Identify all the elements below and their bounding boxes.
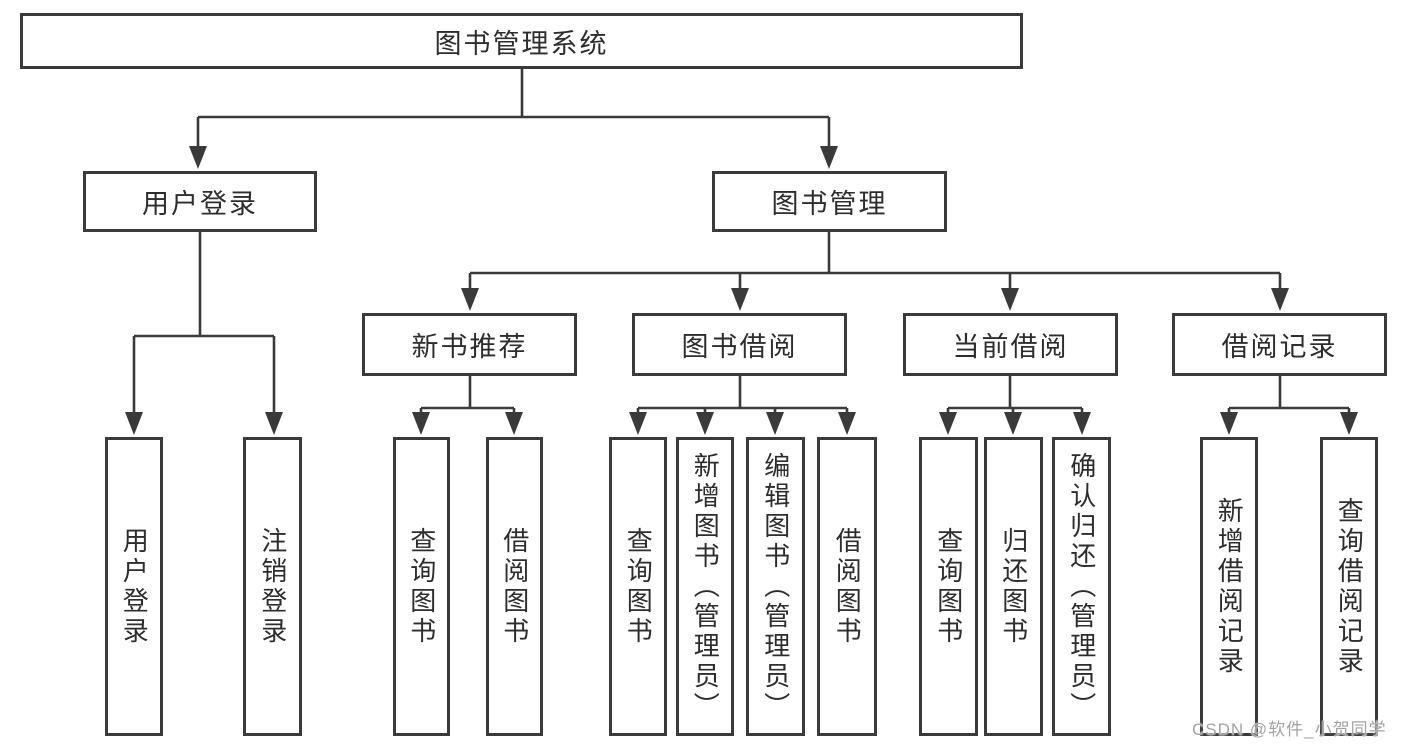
- leaf-borrow-books: 借阅图书: [817, 437, 877, 736]
- leaf-label: 查询借阅记录: [1334, 496, 1365, 677]
- leaf-label: 用户登录: [119, 526, 150, 647]
- leaf-label: 查询图书: [623, 526, 654, 647]
- leaf-query-borrow-record: 查询借阅记录: [1320, 437, 1378, 736]
- node-label: 图书管理: [771, 189, 888, 219]
- node-user-login: 用户登录: [83, 171, 317, 232]
- node-root-library-system: 图书管理系统: [20, 13, 1023, 69]
- node-borrow-records: 借阅记录: [1172, 313, 1387, 376]
- leaf-query-books: 查询图书: [919, 437, 978, 736]
- leaf-logout: 注销登录: [243, 437, 302, 736]
- node-label: 图书借阅: [681, 332, 798, 362]
- leaf-query-books: 查询图书: [609, 437, 667, 736]
- leaf-confirm-return-admin: 确认归还（管理员）: [1052, 437, 1111, 736]
- leaf-return-books: 归还图书: [984, 437, 1043, 736]
- node-new-book-recommend: 新书推荐: [362, 313, 577, 376]
- leaf-add-books-admin: 新增图书（管理员）: [676, 437, 734, 736]
- leaf-label: 确认归还（管理员）: [1066, 451, 1097, 722]
- leaf-label: 借阅图书: [499, 526, 530, 647]
- leaf-label: 归还图书: [998, 526, 1029, 647]
- leaf-query-books: 查询图书: [393, 437, 450, 736]
- node-label: 用户登录: [142, 189, 258, 219]
- node-label: 新书推荐: [411, 332, 528, 362]
- node-label: 借阅记录: [1221, 332, 1338, 362]
- node-label: 图书管理系统: [434, 28, 609, 59]
- leaf-label: 新增图书（管理员）: [690, 451, 721, 722]
- node-book-management: 图书管理: [712, 171, 947, 232]
- leaf-label: 借阅图书: [832, 526, 863, 647]
- leaf-add-borrow-record: 新增借阅记录: [1200, 437, 1258, 736]
- leaf-label: 编辑图书（管理员）: [760, 451, 791, 722]
- leaf-borrow-books: 借阅图书: [486, 437, 543, 736]
- node-label: 当前借阅: [952, 332, 1069, 362]
- leaf-label: 查询图书: [933, 526, 964, 647]
- leaf-label: 注销登录: [257, 526, 288, 647]
- leaf-label: 新增借阅记录: [1214, 496, 1245, 677]
- leaf-label: 查询图书: [406, 526, 437, 647]
- leaf-edit-books-admin: 编辑图书（管理员）: [746, 437, 805, 736]
- csdn-watermark: CSDN @软件_小贺同学: [1192, 720, 1387, 739]
- leaf-user-login: 用户登录: [105, 437, 163, 736]
- node-current-borrowing: 当前借阅: [903, 313, 1118, 376]
- node-book-borrowing: 图书借阅: [632, 313, 847, 376]
